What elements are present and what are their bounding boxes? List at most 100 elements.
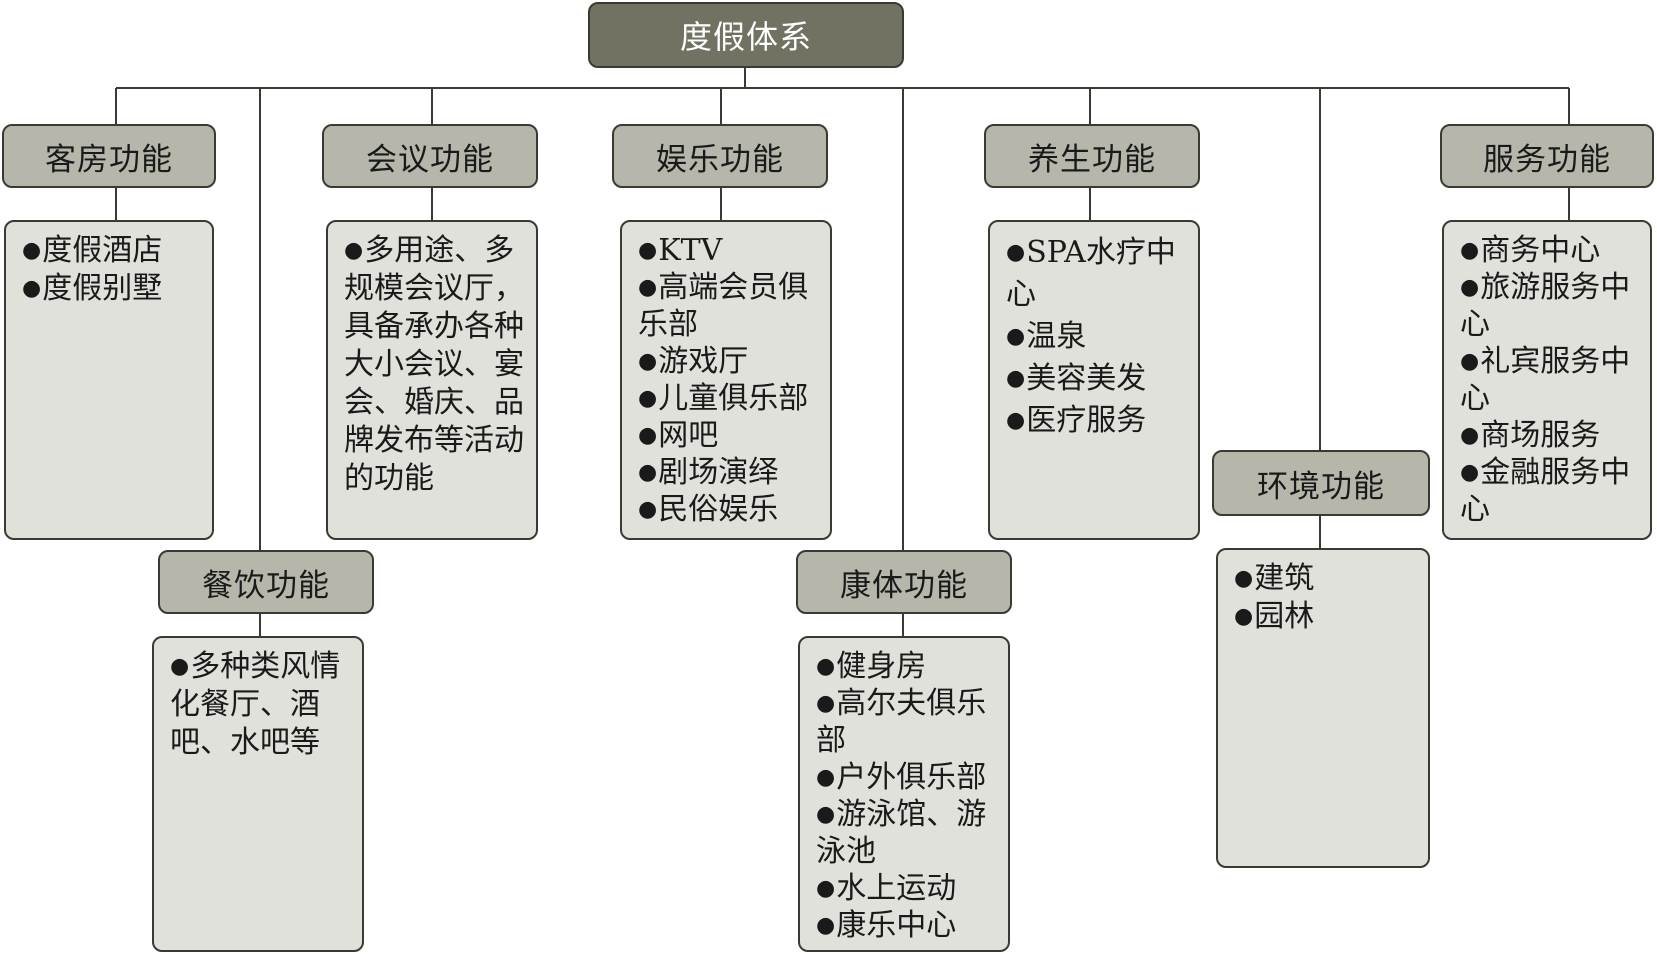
list-item-text: 旅游服务中心 [1460,270,1631,342]
list-item: ●建筑 [1234,560,1416,598]
list-item: ●游泳馆、游泳池 [816,796,996,870]
category-content-service: ●商务中心●旅游服务中心●礼宾服务中心●商场服务●金融服务中心 [1442,220,1652,540]
list-item: ●KTV [638,232,818,269]
list-item: ●度假别墅 [22,270,200,308]
bullet-icon: ● [638,349,658,374]
list-item-text: 度假酒店 [42,233,163,268]
bullet-icon: ● [1006,240,1026,265]
list-item-text: 高尔夫俱乐部 [816,686,987,758]
list-item: ●商场服务 [1460,417,1638,454]
category-content-meeting: ●多用途、多规模会议厅，具备承办各种大小会议、宴会、婚庆、品牌发布等活动的功能 [326,220,538,540]
bullet-icon: ● [1460,275,1480,300]
item-list: ●建筑●园林 [1234,560,1416,636]
category-header-wellness: 养生功能 [984,124,1200,188]
list-item-text: 健身房 [836,649,927,684]
list-item-text: 游戏厅 [658,344,749,379]
list-item-text: 金融服务中心 [1460,455,1631,527]
bullet-icon: ● [22,276,42,301]
list-item: ●SPA水疗中心 [1006,232,1186,316]
category-header-meeting: 会议功能 [322,124,538,188]
list-item-text: 剧场演绎 [658,455,779,490]
list-item-text: 商场服务 [1480,418,1601,453]
item-list: ●KTV●高端会员俱乐部●游戏厅●儿童俱乐部●网吧●剧场演绎●民俗娱乐 [638,232,818,528]
category-content-guestroom: ●度假酒店●度假别墅 [4,220,214,540]
bullet-icon: ● [344,238,364,263]
list-item: ●高端会员俱乐部 [638,269,818,343]
bullet-icon: ● [638,386,658,411]
list-item: ●商务中心 [1460,232,1638,269]
item-list: ●度假酒店●度假别墅 [22,232,200,308]
category-header-entertainment: 娱乐功能 [612,124,828,188]
category-title: 环境功能 [1257,468,1385,505]
bullet-icon: ● [1460,349,1480,374]
category-title: 养生功能 [1028,141,1156,178]
list-item-text: 礼宾服务中心 [1460,344,1631,416]
list-item: ●旅游服务中心 [1460,269,1638,343]
bullet-icon: ● [1460,238,1480,263]
list-item: ●游戏厅 [638,343,818,380]
category-header-fitness: 康体功能 [796,550,1012,614]
category-content-entertainment: ●KTV●高端会员俱乐部●游戏厅●儿童俱乐部●网吧●剧场演绎●民俗娱乐 [620,220,832,540]
list-item: ●剧场演绎 [638,454,818,491]
list-item-text: 民俗娱乐 [658,492,779,527]
list-item: ●美容美发 [1006,358,1186,400]
bullet-icon: ● [1460,423,1480,448]
bullet-icon: ● [1006,408,1026,433]
list-item-text: 建筑 [1254,561,1315,596]
bullet-icon: ● [1234,604,1254,629]
list-item: ●网吧 [638,417,818,454]
bullet-icon: ● [816,654,836,679]
list-item: ●金融服务中心 [1460,454,1638,528]
bullet-icon: ● [638,238,658,263]
bullet-icon: ● [638,275,658,300]
list-item-text: 多种类风情化餐厅、酒吧、水吧等 [170,649,341,760]
bullet-icon: ● [816,913,836,938]
list-item: ●户外俱乐部 [816,759,996,796]
bullet-icon: ● [22,238,42,263]
list-item: ●儿童俱乐部 [638,380,818,417]
bullet-icon: ● [1460,460,1480,485]
list-item-text: 高端会员俱乐部 [638,270,809,342]
list-item-text: 度假别墅 [42,271,163,306]
category-title: 客房功能 [45,141,173,178]
category-title: 娱乐功能 [656,141,784,178]
item-list: ●健身房●高尔夫俱乐部●户外俱乐部●游泳馆、游泳池●水上运动●康乐中心 [816,648,996,944]
list-item-text: 网吧 [658,418,719,453]
category-header-service: 服务功能 [1440,124,1654,188]
category-header-guestroom: 客房功能 [2,124,216,188]
list-item: ●温泉 [1006,316,1186,358]
bullet-icon: ● [816,765,836,790]
category-content-environment: ●建筑●园林 [1216,548,1430,868]
bullet-icon: ● [170,654,190,679]
list-item: ●园林 [1234,598,1416,636]
bullet-icon: ● [816,802,836,827]
list-item: ●礼宾服务中心 [1460,343,1638,417]
bullet-icon: ● [1234,566,1254,591]
bullet-icon: ● [1006,324,1026,349]
bullet-icon: ● [1006,366,1026,391]
category-content-wellness: ●SPA水疗中心●温泉●美容美发●医疗服务 [988,220,1200,540]
item-list: ●多用途、多规模会议厅，具备承办各种大小会议、宴会、婚庆、品牌发布等活动的功能 [344,232,524,498]
list-item: ●民俗娱乐 [638,491,818,528]
list-item: ●多种类风情化餐厅、酒吧、水吧等 [170,648,350,762]
list-item-text: 多用途、多规模会议厅，具备承办各种大小会议、宴会、婚庆、品牌发布等活动的功能 [344,233,524,496]
list-item-text: 儿童俱乐部 [658,381,809,416]
bullet-icon: ● [638,423,658,448]
category-title: 服务功能 [1483,141,1611,178]
root-node: 度假体系 [588,2,904,68]
category-title: 餐饮功能 [202,567,330,604]
bullet-icon: ● [638,460,658,485]
list-item: ●医疗服务 [1006,400,1186,442]
list-item: ●多用途、多规模会议厅，具备承办各种大小会议、宴会、婚庆、品牌发布等活动的功能 [344,232,524,498]
list-item-text: 商务中心 [1480,233,1601,268]
list-item: ●水上运动 [816,870,996,907]
category-content-dining: ●多种类风情化餐厅、酒吧、水吧等 [152,636,364,952]
category-header-dining: 餐饮功能 [158,550,374,614]
list-item-text: 户外俱乐部 [836,760,987,795]
category-content-fitness: ●健身房●高尔夫俱乐部●户外俱乐部●游泳馆、游泳池●水上运动●康乐中心 [798,636,1010,952]
category-title: 康体功能 [840,567,968,604]
category-header-environment: 环境功能 [1212,450,1430,516]
bullet-icon: ● [816,691,836,716]
